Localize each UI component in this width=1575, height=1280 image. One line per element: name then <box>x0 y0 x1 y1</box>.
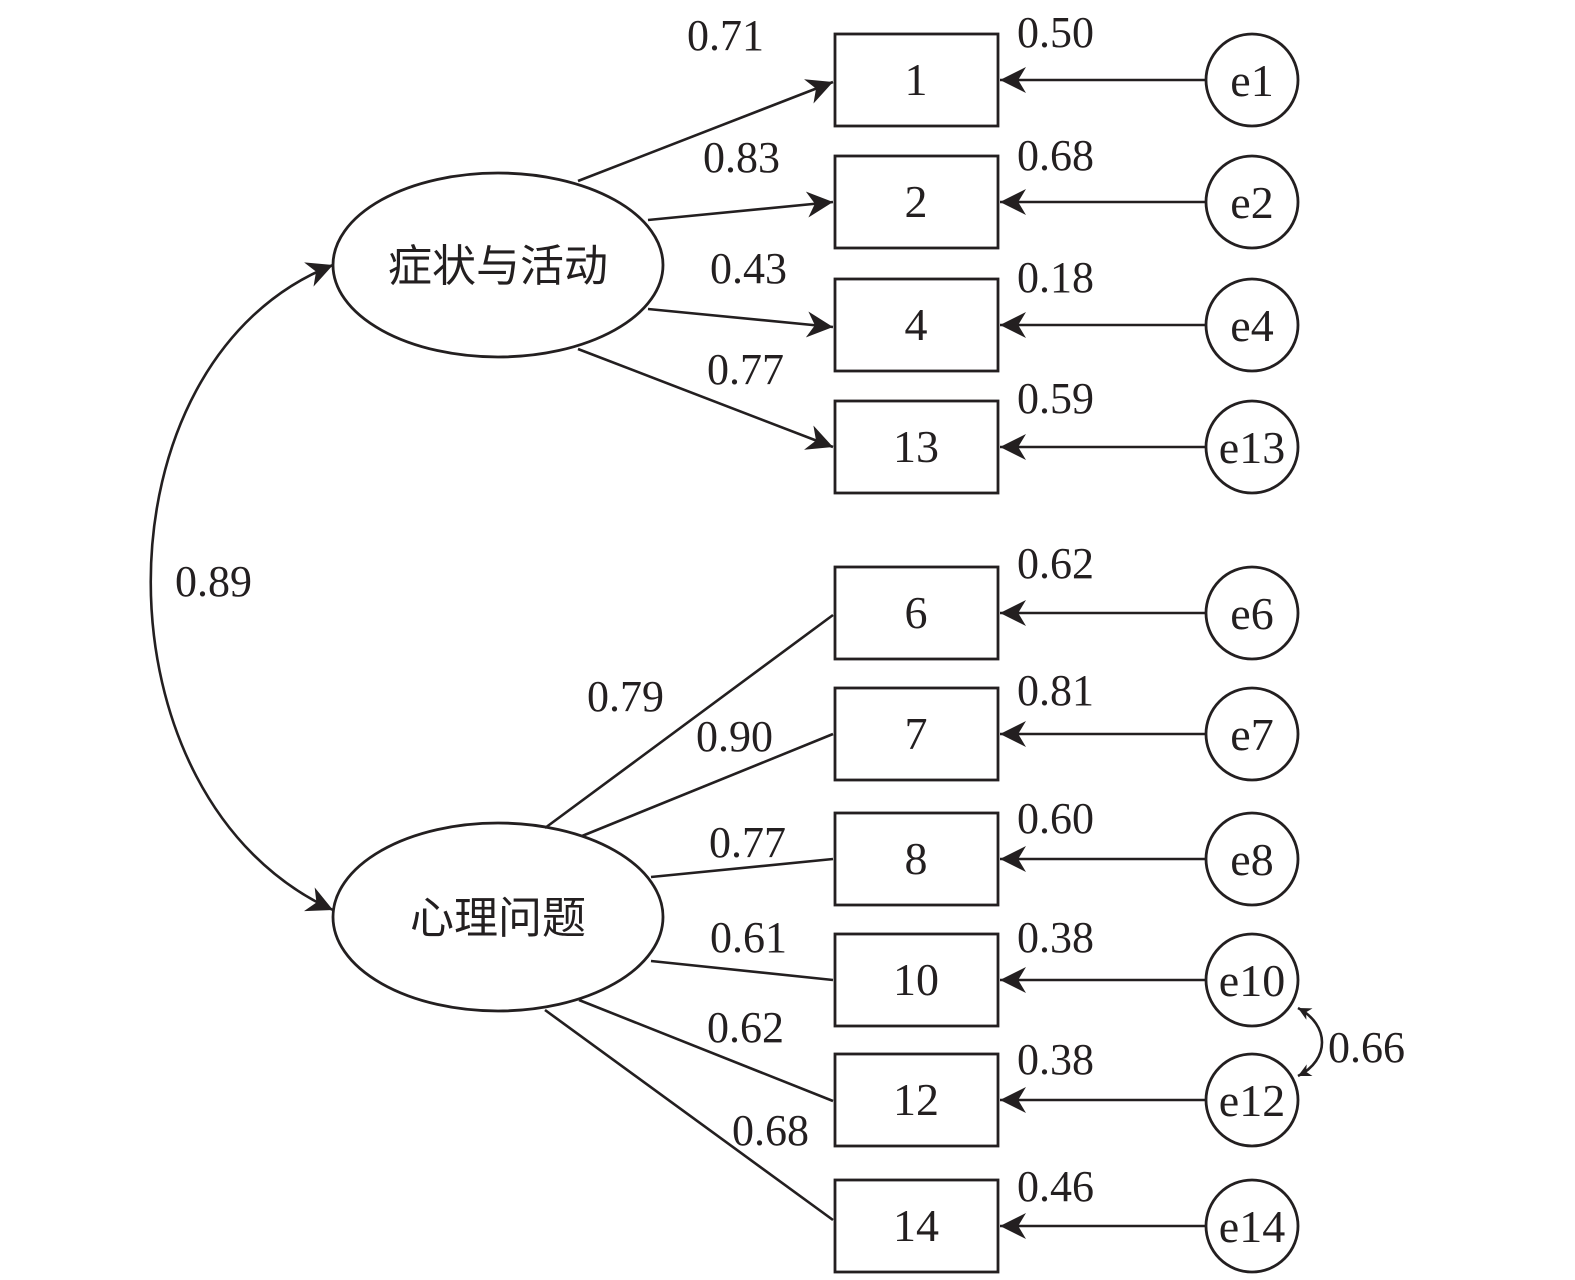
error-value-e13: 0.59 <box>1017 374 1094 423</box>
loading-label-item-1: 0.71 <box>687 11 764 60</box>
loading-path-item-12 <box>578 998 834 1103</box>
loading-path-item-1 <box>577 79 834 183</box>
indicator-label: 8 <box>905 833 928 884</box>
loading-path-item-8 <box>650 857 834 879</box>
indicator-label: 10 <box>893 954 939 1005</box>
error-label: e8 <box>1230 834 1273 885</box>
error-label: e7 <box>1230 709 1273 760</box>
error-label: e12 <box>1219 1075 1285 1126</box>
indicator-label: 6 <box>905 587 928 638</box>
loading-label-item-6: 0.79 <box>587 672 664 721</box>
indicator-box-10: 10 <box>833 932 1000 1028</box>
loading-label-item-12: 0.62 <box>707 1003 784 1052</box>
error-value-e10: 0.38 <box>1017 913 1094 962</box>
indicator-label: 4 <box>905 299 928 350</box>
error-circle-e8: e8 <box>1204 811 1300 907</box>
error-value-e8: 0.60 <box>1017 794 1094 843</box>
factor-correlation-arrow <box>149 262 334 912</box>
error-circle-e7: e7 <box>1204 686 1300 782</box>
error-value-e14: 0.46 <box>1017 1162 1094 1211</box>
indicator-box-13: 13 <box>833 399 1000 495</box>
indicator-label: 1 <box>905 54 928 105</box>
error-label: e4 <box>1230 300 1273 351</box>
error-value-e2: 0.68 <box>1017 131 1094 180</box>
error-label: e6 <box>1230 588 1273 639</box>
loading-path-item-6 <box>544 613 834 830</box>
error-circle-e2: e2 <box>1204 154 1300 250</box>
error-circle-e6: e6 <box>1204 565 1300 661</box>
indicator-box-4: 4 <box>833 277 1000 373</box>
indicator-label: 12 <box>893 1074 939 1125</box>
error-circle-e1: e1 <box>1204 32 1300 128</box>
loading-path-item-7 <box>581 732 834 838</box>
error-circle-e13: e13 <box>1204 399 1300 495</box>
error-value-e7: 0.81 <box>1017 666 1094 715</box>
loading-path-item-2 <box>647 191 834 222</box>
error-circle-e4: e4 <box>1204 277 1300 373</box>
error-covariance-arrow <box>1297 1006 1324 1078</box>
factor-symptoms-activity: 症状与活动 <box>331 171 665 359</box>
loading-path-item-13 <box>577 347 834 450</box>
error-label: e2 <box>1230 177 1273 228</box>
loading-label-item-7: 0.90 <box>696 712 773 761</box>
indicator-label: 2 <box>905 176 928 227</box>
loading-label-item-8: 0.77 <box>709 818 786 867</box>
loading-label-item-2: 0.83 <box>703 133 780 182</box>
factor-psychological-problems: 心理问题 <box>331 821 665 1013</box>
error-circle-e12: e12 <box>1204 1052 1300 1148</box>
factor-label-symptoms-activity: 症状与活动 <box>388 241 608 292</box>
indicator-box-8: 8 <box>833 811 1000 907</box>
indicator-box-6: 6 <box>833 565 1000 661</box>
indicator-box-14: 14 <box>833 1178 1000 1274</box>
loading-label-item-14: 0.68 <box>732 1106 809 1155</box>
error-circle-e10: e10 <box>1204 932 1300 1028</box>
loading-label-item-10: 0.61 <box>710 913 787 962</box>
indicator-box-1: 1 <box>833 32 1000 128</box>
error-label: e1 <box>1230 55 1273 106</box>
error-covariance-label: 0.66 <box>1328 1023 1405 1072</box>
indicator-box-12: 12 <box>833 1052 1000 1148</box>
error-value-e6: 0.62 <box>1017 539 1094 588</box>
indicator-label: 7 <box>905 708 928 759</box>
indicator-box-7: 7 <box>833 686 1000 782</box>
error-value-e12: 0.38 <box>1017 1035 1094 1084</box>
factor-correlation-label: 0.89 <box>175 557 252 606</box>
loading-label-item-13: 0.77 <box>707 345 784 394</box>
factor-label-psychological-problems: 心理问题 <box>410 893 586 944</box>
error-circle-e14: e14 <box>1204 1178 1300 1274</box>
loading-label-item-4: 0.43 <box>710 244 787 293</box>
error-value-e1: 0.50 <box>1017 8 1094 57</box>
error-label: e14 <box>1219 1201 1285 1252</box>
loading-path-item-10 <box>650 959 834 982</box>
loading-path-item-14 <box>544 1008 834 1222</box>
error-value-e4: 0.18 <box>1017 253 1094 302</box>
loading-path-item-4 <box>647 307 834 338</box>
indicator-box-2: 2 <box>833 154 1000 250</box>
error-label: e13 <box>1219 422 1285 473</box>
indicator-label: 13 <box>893 421 939 472</box>
indicator-label: 14 <box>893 1200 939 1251</box>
error-label: e10 <box>1219 955 1285 1006</box>
